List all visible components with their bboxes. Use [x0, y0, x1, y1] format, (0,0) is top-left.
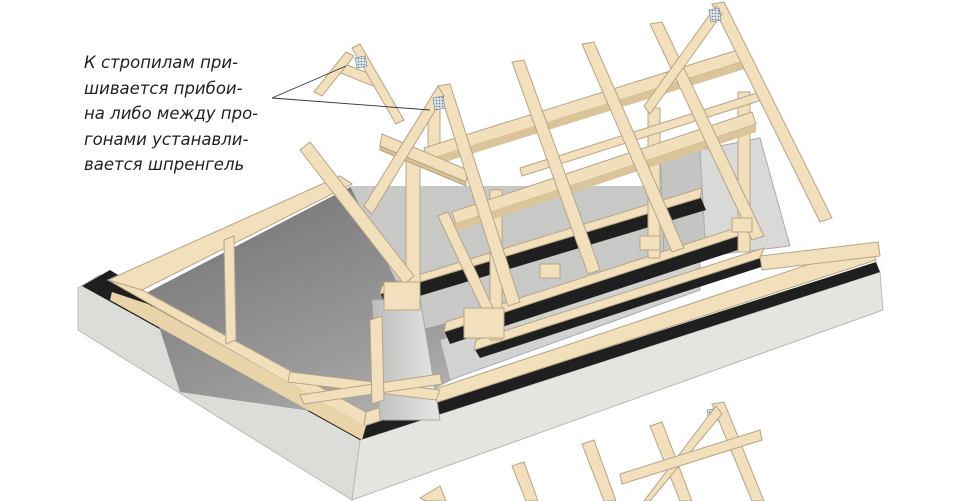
leader-lines: [271, 65, 431, 111]
annotation-line: гонами устанавли-: [84, 129, 249, 149]
sill-beams: [379, 187, 765, 358]
collar-ties: [337, 61, 469, 187]
annotation-line: вается шпренгель: [84, 155, 245, 174]
struts: [299, 141, 495, 315]
wall-plate: [106, 175, 877, 440]
annotation-line: шивается прибои-: [84, 78, 243, 98]
annotation-text: К стропилам при- шивается прибои- на либ…: [84, 50, 270, 178]
post-bases: [383, 217, 753, 339]
annotation-line: К стропилам при-: [84, 53, 239, 72]
annotation-line: на либо между про-: [84, 104, 259, 123]
floor-joists: [223, 235, 443, 405]
second-diagram-fragment: [418, 401, 765, 501]
